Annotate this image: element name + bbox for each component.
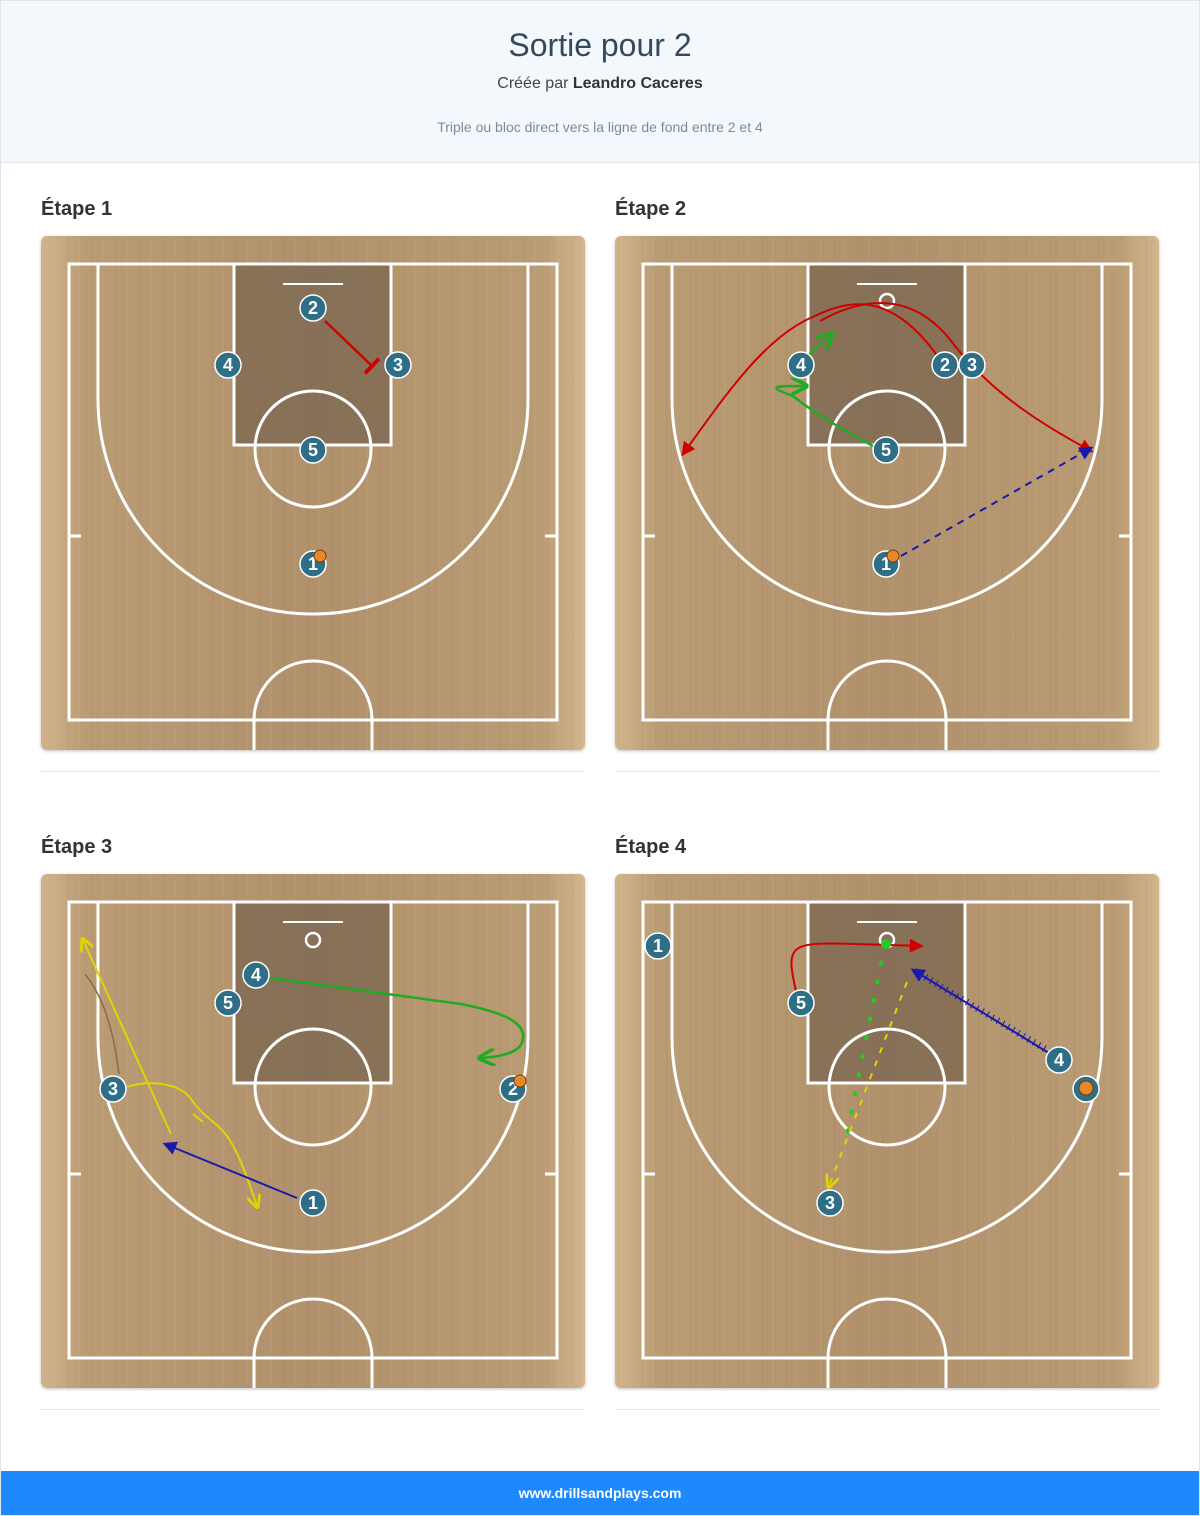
movement-lines <box>83 940 525 1206</box>
pass-line-yellow <box>829 981 908 1186</box>
player-4-label: 4 <box>796 355 806 375</box>
player-4: 4 <box>214 351 242 379</box>
player-3-label: 3 <box>825 1193 835 1213</box>
step-1-court: 2 4 3 5 1 <box>41 236 585 750</box>
author-line: Créée par Leandro Caceres <box>1 75 1199 93</box>
move-line-green-4 <box>808 335 831 356</box>
footer-link[interactable]: www.drillsandplays.com <box>518 1485 682 1501</box>
player-4: 4 <box>242 961 270 989</box>
player-2-label: 2 <box>308 298 318 318</box>
player-3-label: 3 <box>393 355 403 375</box>
hoop <box>878 292 896 310</box>
ball-icon <box>1078 1080 1094 1096</box>
player-4-label: 4 <box>223 355 233 375</box>
player-1: 1 <box>299 1189 327 1217</box>
player-2-label: 2 <box>508 1079 518 1099</box>
player-1-label: 1 <box>881 554 891 574</box>
step-1-title: Étape 1 <box>41 198 113 220</box>
player-2: 2 <box>931 351 959 379</box>
dotted-line-green <box>845 942 887 1136</box>
movement-lines <box>681 302 1094 557</box>
player-5-label: 5 <box>308 440 318 460</box>
player-4: 4 <box>787 351 815 379</box>
player-1-label: 1 <box>653 936 663 956</box>
player-3: 3 <box>816 1189 844 1217</box>
play-description: Triple ou bloc direct vers la ligne de f… <box>437 119 763 135</box>
player-5-label: 5 <box>796 993 806 1013</box>
player-1: 1 <box>299 549 327 578</box>
player-4-label: 4 <box>1054 1050 1064 1070</box>
page-title: Sortie pour 2 <box>508 27 692 63</box>
move-line-green-5 <box>775 386 874 448</box>
author-name: Leandro Caceres <box>572 75 703 92</box>
player-1-label: 1 <box>308 1193 318 1213</box>
court-diagram-1: 2 4 3 5 1 <box>41 236 585 750</box>
move-line-yellow-down <box>126 1082 257 1206</box>
player-5-label: 5 <box>881 440 891 460</box>
player-5: 5 <box>872 436 900 464</box>
footer: www.drillsandplays.com <box>1 1471 1199 1515</box>
movement-lines <box>790 938 1058 1186</box>
step-2-title: Étape 2 <box>615 198 687 220</box>
player-3-label: 3 <box>108 1079 118 1099</box>
ball-icon <box>886 549 900 563</box>
divider <box>615 771 1159 772</box>
ball-icon <box>513 1074 527 1088</box>
ball-holder-marker <box>1072 1075 1100 1103</box>
player-2: 2 <box>499 1074 527 1103</box>
cut-line-red-5 <box>790 938 924 992</box>
player-5: 5 <box>214 989 242 1017</box>
cut-line-red-left <box>681 303 940 457</box>
player-2-label: 2 <box>940 355 950 375</box>
court-diagram-3: 4 5 3 2 1 <box>41 874 585 1388</box>
step-3-court: 4 5 3 2 1 <box>41 874 585 1388</box>
court-lines <box>67 262 559 750</box>
court-lines <box>641 900 1133 1388</box>
player-4: 4 <box>1045 1046 1073 1074</box>
court-lines <box>67 900 559 1388</box>
screen-line-2 <box>324 320 381 375</box>
move-line-green-4 <box>268 976 525 1058</box>
step-2-court: 4 2 3 5 1 <box>615 236 1159 750</box>
player-5: 5 <box>299 436 327 464</box>
player-3: 3 <box>384 351 412 379</box>
move-line-brown <box>84 973 120 1075</box>
player-3: 3 <box>99 1075 127 1103</box>
court-diagram-4: 1 5 4 3 <box>615 874 1159 1388</box>
divider <box>615 1409 1159 1410</box>
divider <box>41 1409 585 1410</box>
divider <box>41 771 585 772</box>
pass-line-blue <box>900 446 1094 557</box>
author-prefix: Créée par <box>497 75 569 92</box>
step-3-title: Étape 3 <box>41 836 113 858</box>
player-5-label: 5 <box>223 993 233 1013</box>
player-3-label: 3 <box>967 355 977 375</box>
player-3: 3 <box>958 351 986 379</box>
court-diagram-2: 4 2 3 5 1 <box>615 236 1159 750</box>
player-5: 5 <box>787 989 815 1017</box>
player-1: 1 <box>872 549 900 578</box>
move-line-yellow-up <box>83 940 172 1135</box>
player-1-label: 1 <box>308 554 318 574</box>
movement-lines <box>324 320 381 375</box>
player-4-label: 4 <box>251 965 261 985</box>
player-1: 1 <box>644 932 672 960</box>
player-2: 2 <box>299 294 327 322</box>
ball-icon <box>313 549 327 563</box>
cut-line-red-right <box>819 302 1094 453</box>
header: Sortie pour 2 Créée par Leandro Caceres … <box>1 1 1199 163</box>
step-4-title: Étape 4 <box>615 836 687 858</box>
dribble-line-blue <box>162 1141 298 1199</box>
hoop <box>304 931 322 949</box>
screen-point <box>881 939 891 949</box>
step-4-court: 1 5 4 3 <box>615 874 1159 1388</box>
